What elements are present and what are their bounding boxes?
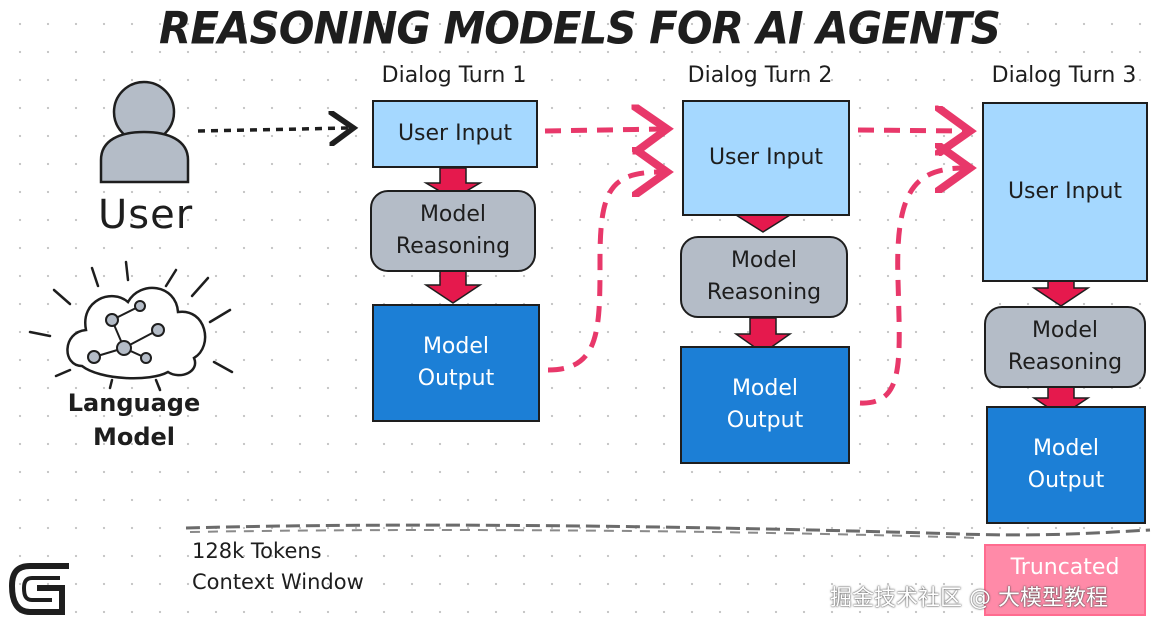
turn-3-label: Dialog Turn 3 — [991, 63, 1137, 88]
turn2-output-to-turn3-arrow — [859, 168, 965, 406]
turn-2-output-line1: Model — [731, 376, 799, 401]
turn-1-reasoning-line1: Model — [419, 202, 487, 227]
language-model-icon — [28, 260, 234, 392]
user-label: User — [98, 192, 194, 238]
diagram-title: REASONING MODELS FOR AI AGENTS — [158, 2, 1001, 55]
g-logo-icon — [8, 563, 69, 615]
turn-1-user-input: User Input — [372, 100, 538, 168]
context-window-tokens: 128k Tokens — [192, 539, 322, 563]
turn-3-output-line1: Model — [1032, 436, 1100, 461]
language-model-label-line2: Model — [92, 423, 176, 451]
turn-2-output-line2: Output — [726, 408, 804, 433]
turn-2-reasoning-line2: Reasoning — [706, 280, 822, 305]
turn-2-user-input: User Input — [682, 100, 850, 216]
truncated-label: Truncated — [1010, 555, 1120, 580]
turn-2-label: Dialog Turn 2 — [687, 63, 833, 88]
turn-3-user-input: User Input — [982, 102, 1148, 282]
turn1-input-to-turn2-arrow — [544, 129, 662, 131]
language-model-label-line1: Language — [67, 389, 201, 417]
turn-1-reasoning-line2: Reasoning — [395, 234, 511, 259]
turn-1-label: Dialog Turn 1 — [381, 63, 527, 88]
turn2-reasoning-to-output-arrow — [733, 317, 793, 354]
watermark: 掘金技术社区 @ 大模型教程 — [830, 586, 1108, 611]
context-window-line — [185, 523, 1151, 537]
turn-1-output-line2: Output — [417, 366, 495, 391]
truncated-output-box: Truncated — [984, 544, 1146, 616]
turn2-input-to-turn3-arrow — [857, 130, 965, 131]
turn1-reasoning-to-output-arrow — [423, 267, 483, 304]
turn-1-output-line1: Model — [422, 334, 490, 359]
user-icon — [99, 80, 190, 184]
context-window-title: Context Window — [192, 570, 364, 594]
user-to-turn1-arrow — [197, 128, 350, 131]
language-model-label: Language Model — [54, 386, 214, 454]
turn-3-reasoning-line1: Model — [1031, 318, 1099, 343]
turn-3-reasoning-line2: Reasoning — [1007, 350, 1123, 375]
turn-2-reasoning-line1: Model — [730, 248, 798, 273]
turn1-output-to-turn2-arrow — [547, 172, 662, 373]
turn-3-output-line2: Output — [1027, 468, 1105, 493]
context-window-label: 128k Tokens Context Window — [192, 536, 364, 598]
